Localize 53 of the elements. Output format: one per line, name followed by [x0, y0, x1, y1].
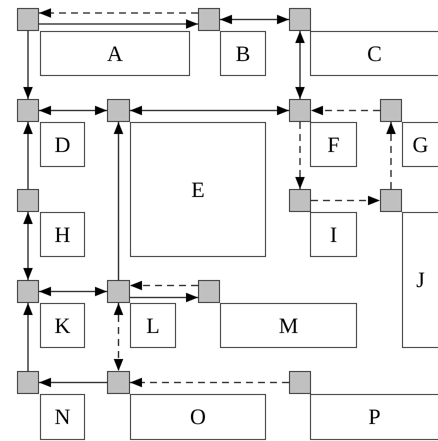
- city-block: G: [402, 122, 438, 167]
- arrow: [130, 378, 289, 388]
- arrow: [130, 106, 289, 116]
- city-block: H: [40, 212, 85, 257]
- arrow: [39, 378, 107, 388]
- arrow: [311, 106, 380, 116]
- junction-square: [198, 8, 220, 31]
- city-block: E: [130, 122, 266, 257]
- city-block: F: [310, 122, 357, 167]
- arrow: [130, 292, 198, 302]
- city-block: N: [40, 394, 85, 440]
- arrow: [311, 196, 380, 206]
- junction-square: [380, 189, 402, 212]
- junction-square: [289, 371, 311, 394]
- city-block: L: [130, 303, 176, 348]
- arrow: [39, 19, 198, 29]
- junction-square: [289, 8, 311, 31]
- city-block: K: [40, 303, 85, 348]
- arrow: [295, 122, 305, 189]
- city-block: O: [130, 394, 266, 440]
- junction-square: [17, 189, 39, 212]
- arrow: [114, 122, 124, 280]
- arrow: [23, 212, 33, 280]
- arrow: [39, 8, 198, 18]
- arrow: [23, 122, 33, 189]
- junction-square: [107, 280, 130, 303]
- junction-square: [17, 371, 39, 394]
- junction-square: [17, 99, 39, 122]
- junction-square: [380, 99, 402, 122]
- city-block: M: [220, 303, 357, 348]
- city-block: C: [310, 31, 438, 76]
- arrow: [23, 31, 33, 99]
- arrow: [39, 286, 107, 296]
- junction-square: [198, 280, 220, 303]
- arrow: [39, 106, 107, 116]
- arrow: [23, 303, 33, 371]
- junction-square: [289, 99, 311, 122]
- arrow: [386, 122, 396, 189]
- junction-square: [107, 99, 130, 122]
- arrow: [130, 280, 198, 290]
- arrow: [220, 14, 289, 24]
- junction-square: [17, 280, 39, 303]
- city-block: I: [310, 212, 357, 257]
- junction-square: [17, 8, 39, 31]
- arrow: [114, 303, 124, 371]
- city-block: B: [220, 31, 266, 76]
- junction-square: [289, 189, 311, 212]
- city-block: J: [402, 212, 438, 348]
- arrow: [295, 31, 305, 99]
- junction-square: [107, 371, 130, 394]
- city-block: P: [310, 394, 438, 440]
- city-block: D: [40, 122, 85, 167]
- city-block: A: [40, 31, 190, 76]
